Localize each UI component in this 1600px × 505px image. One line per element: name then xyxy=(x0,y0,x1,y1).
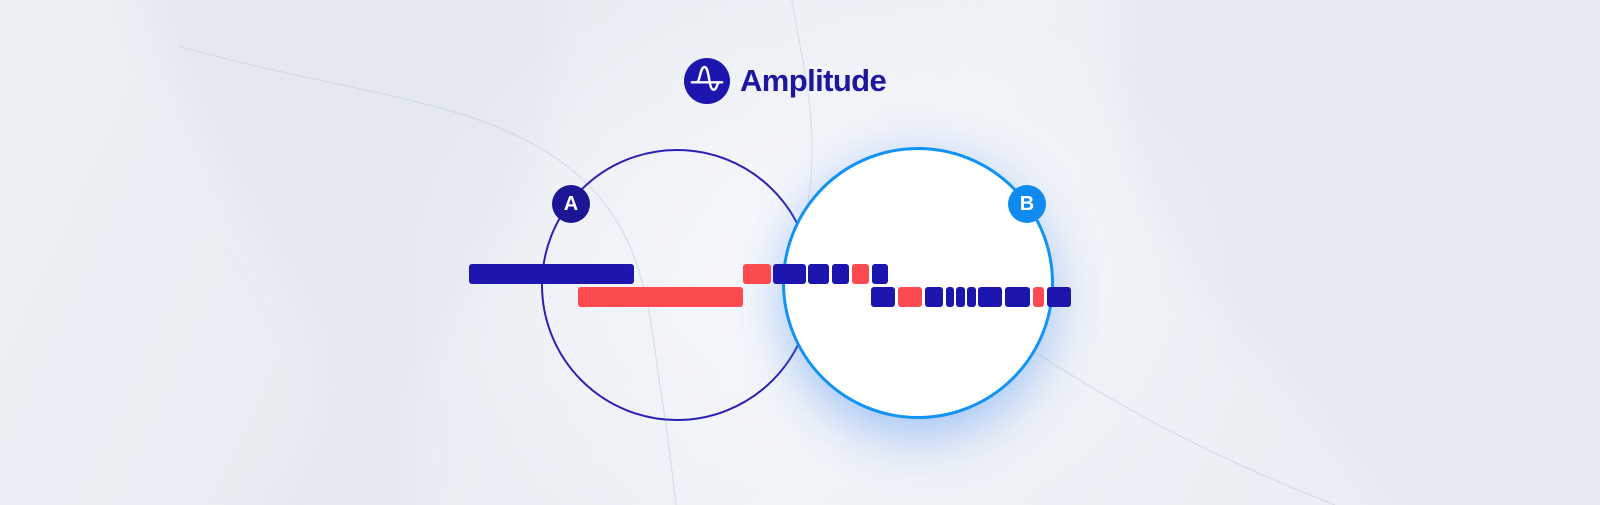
event-segment-row1 xyxy=(469,264,634,284)
event-segment-row1 xyxy=(773,264,806,284)
event-segment-row2 xyxy=(946,287,954,307)
amplitude-logo[interactable]: Amplitude xyxy=(684,58,887,104)
event-segment-row2 xyxy=(871,287,895,307)
event-segment-row2 xyxy=(1005,287,1030,307)
event-segment-row2 xyxy=(578,287,743,307)
variant-a-label: A xyxy=(563,192,579,215)
event-segment-row1 xyxy=(743,264,771,284)
variant-a-badge: A xyxy=(552,185,590,223)
event-segment-row1 xyxy=(852,264,869,284)
decor-curve-bottom-right xyxy=(1031,349,1336,505)
right-wave-blob xyxy=(1118,0,1600,505)
event-segment-row1 xyxy=(832,264,849,284)
event-segment-row2 xyxy=(978,287,1002,307)
variant-b-label: B xyxy=(1019,192,1035,215)
event-segment-row2 xyxy=(967,287,976,307)
brand-name: Amplitude xyxy=(740,63,887,98)
event-segment-row1 xyxy=(808,264,829,284)
event-segment-row2 xyxy=(898,287,922,307)
variant-b-badge: B xyxy=(1008,185,1046,223)
event-segment-row2 xyxy=(925,287,943,307)
amplitude-wave-icon xyxy=(684,58,730,104)
event-segment-row2 xyxy=(1033,287,1044,307)
event-segment-row1 xyxy=(872,264,888,284)
event-segment-row2 xyxy=(1047,287,1071,307)
event-segment-row2 xyxy=(956,287,965,307)
